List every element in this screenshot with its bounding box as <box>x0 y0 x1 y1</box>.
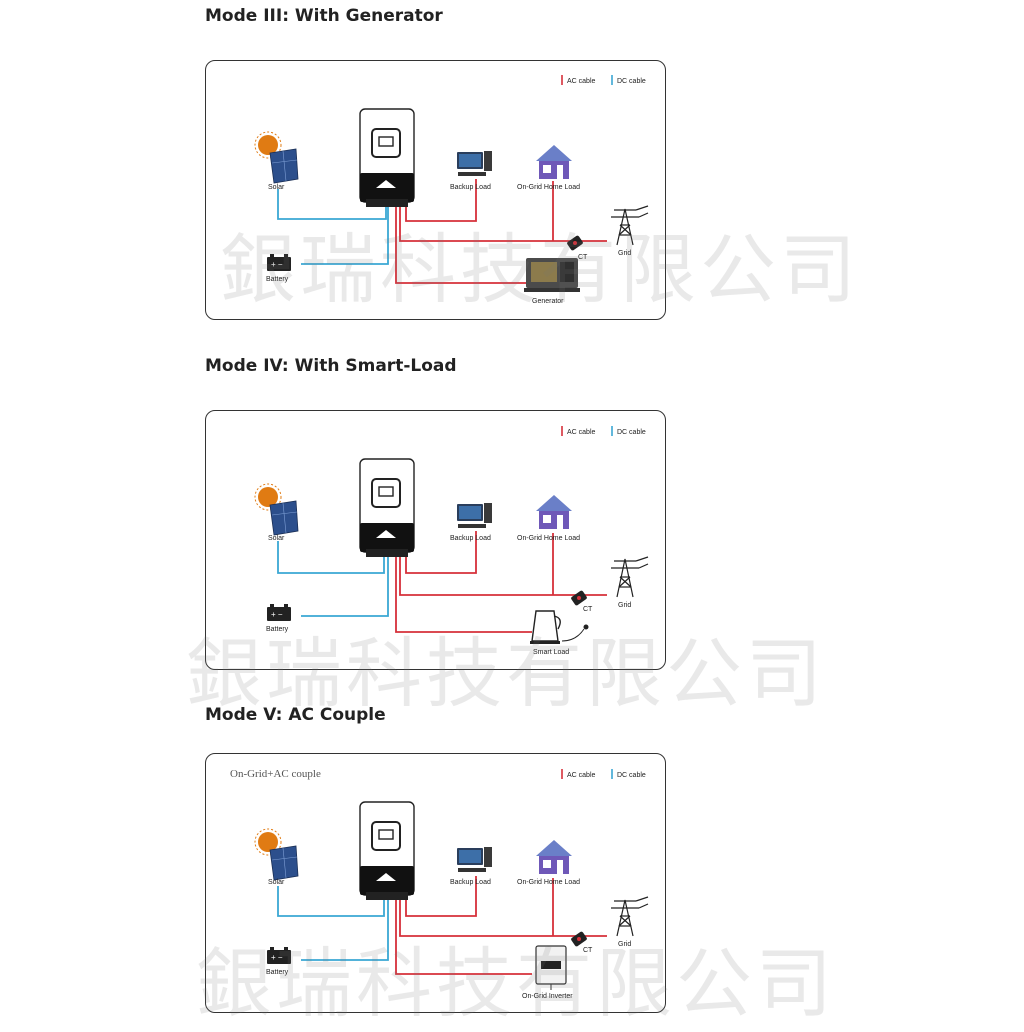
dc-legend-label: DC cable <box>617 429 646 436</box>
mode5-title: Mode V: AC Couple <box>205 705 386 725</box>
home-icon <box>536 840 572 874</box>
mode5-panel: On-Grid+AC couple AC cable DC cable <box>205 753 666 1013</box>
grid-tower-icon <box>611 896 649 937</box>
battery-label: Battery <box>266 969 289 976</box>
home-icon <box>536 495 572 529</box>
solar-icon <box>254 131 299 184</box>
battery-icon: + − <box>267 947 291 964</box>
mode3-title: Mode III: With Generator <box>205 6 443 26</box>
computer-icon <box>457 847 492 872</box>
mode4-title: Mode IV: With Smart-Load <box>205 356 457 376</box>
ct-label: CT <box>583 606 593 613</box>
ac-legend-label: AC cable <box>567 429 596 436</box>
smart-load-label: Smart Load <box>533 649 569 656</box>
battery-icon: + − <box>267 604 291 621</box>
kettle-icon <box>530 610 589 644</box>
ac-cables <box>395 876 607 975</box>
svg-text:+ −: + − <box>271 953 283 962</box>
dc-cables <box>277 886 389 961</box>
dc-legend-label: DC cable <box>617 78 646 85</box>
home-load-label: On-Grid Home Load <box>517 535 580 542</box>
ongrid-inverter-label: On-Grid Inverter <box>522 993 573 1000</box>
solar-label: Solar <box>268 184 285 191</box>
solar-icon <box>254 828 299 881</box>
battery-label: Battery <box>266 276 289 283</box>
grid-label: Grid <box>618 941 631 948</box>
svg-text:+ −: + − <box>271 260 283 269</box>
computer-icon <box>457 151 492 176</box>
ct-label: CT <box>578 254 588 261</box>
battery-icon: + − <box>267 254 291 271</box>
backup-load-label: Backup Load <box>450 879 491 886</box>
battery-label: Battery <box>266 626 289 633</box>
generator-icon <box>524 258 580 292</box>
ac-legend-label: AC cable <box>567 78 596 85</box>
generator-label: Generator <box>532 298 564 305</box>
dc-cables <box>277 189 389 265</box>
svg-text:+ −: + − <box>271 610 283 619</box>
solar-label: Solar <box>268 879 285 886</box>
solar-label: Solar <box>268 535 285 542</box>
ct-clamp-icon <box>571 931 587 947</box>
inverter <box>359 108 415 207</box>
inverter <box>359 801 415 900</box>
grid-tower-icon <box>611 556 649 598</box>
home-load-label: On-Grid Home Load <box>517 184 580 191</box>
ct-clamp-icon <box>571 590 587 606</box>
inverter <box>359 458 415 557</box>
home-load-label: On-Grid Home Load <box>517 879 580 886</box>
grid-label: Grid <box>618 602 631 609</box>
ongrid-inverter-icon <box>535 945 567 990</box>
backup-load-label: Backup Load <box>450 184 491 191</box>
grid-label: Grid <box>618 250 631 257</box>
dc-legend-label: DC cable <box>617 772 646 779</box>
ct-clamp-icon <box>567 235 583 251</box>
mode5-subtitle: On-Grid+AC couple <box>230 768 321 780</box>
computer-icon <box>457 503 492 528</box>
backup-load-label: Backup Load <box>450 535 491 542</box>
ac-cables <box>395 531 607 633</box>
solar-icon <box>254 483 299 536</box>
ac-legend-label: AC cable <box>567 772 596 779</box>
grid-tower-icon <box>611 205 649 246</box>
ac-cables <box>395 179 607 284</box>
dc-cables <box>277 541 389 617</box>
mode3-panel: AC cable DC cable <box>205 60 666 320</box>
ct-label: CT <box>583 947 593 954</box>
mode4-panel: AC cable DC cable Solar <box>205 410 666 670</box>
home-icon <box>536 145 572 179</box>
